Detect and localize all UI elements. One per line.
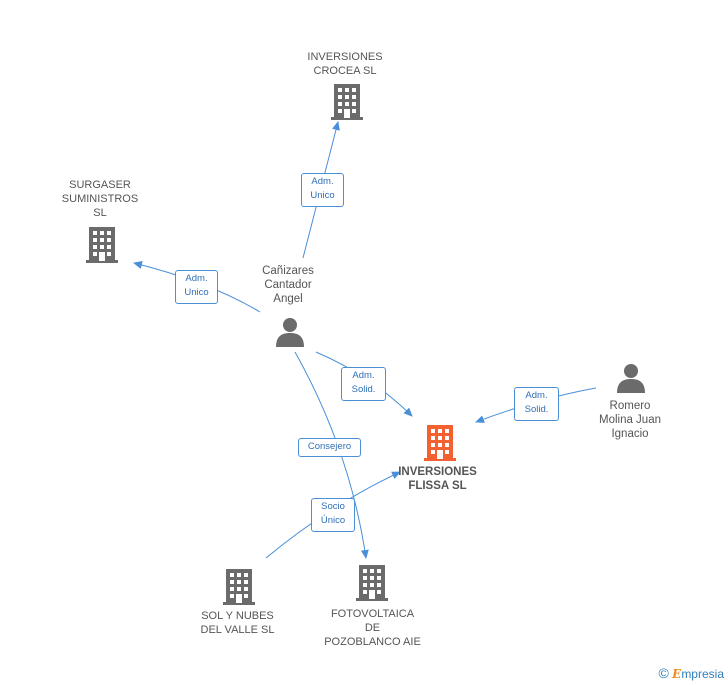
edge-label-socio-unico: Socio Único	[311, 498, 355, 532]
empresia-watermark: © Empresia	[658, 665, 724, 681]
building-icon	[356, 565, 388, 601]
person-icon	[276, 318, 304, 347]
node-label-sol-y-nubes[interactable]: SOL Y NUBES DEL VALLE SL	[200, 610, 275, 636]
edge-label-adm-solid-romero: Adm. Solid.	[514, 387, 559, 421]
edge-label-adm-unico-crocea: Adm. Unico	[301, 173, 344, 207]
building-main-icon	[424, 425, 456, 461]
building-icon	[223, 569, 255, 605]
node-label-surgaser[interactable]: SURGASER SUMINISTROS SL	[61, 179, 139, 219]
edge-label-adm-unico-surgaser: Adm. Unico	[175, 270, 218, 304]
node-label-romero[interactable]: Romero Molina Juan Ignacio	[598, 400, 661, 440]
edge-label-consejero: Consejero	[298, 438, 361, 457]
node-label-inversiones-crocea[interactable]: INVERSIONES CROCEA SL	[307, 51, 383, 77]
building-icon	[86, 227, 118, 263]
node-label-fotovoltaica[interactable]: FOTOVOLTAICA DE POZOBLANCO AIE	[324, 608, 421, 648]
empresia-logo-text: mpresia	[681, 667, 724, 681]
edge-label-adm-solid-flissa: Adm. Solid.	[341, 367, 386, 401]
building-icon	[331, 84, 363, 120]
empresia-logo-initial: E	[672, 667, 682, 681]
copyright-icon: ©	[658, 665, 669, 681]
node-label-inversiones-flissa[interactable]: INVERSIONES FLISSA SL	[398, 466, 477, 492]
node-label-canizares[interactable]: Cañizares Cantador Angel	[262, 265, 314, 305]
person-icon	[617, 364, 645, 393]
